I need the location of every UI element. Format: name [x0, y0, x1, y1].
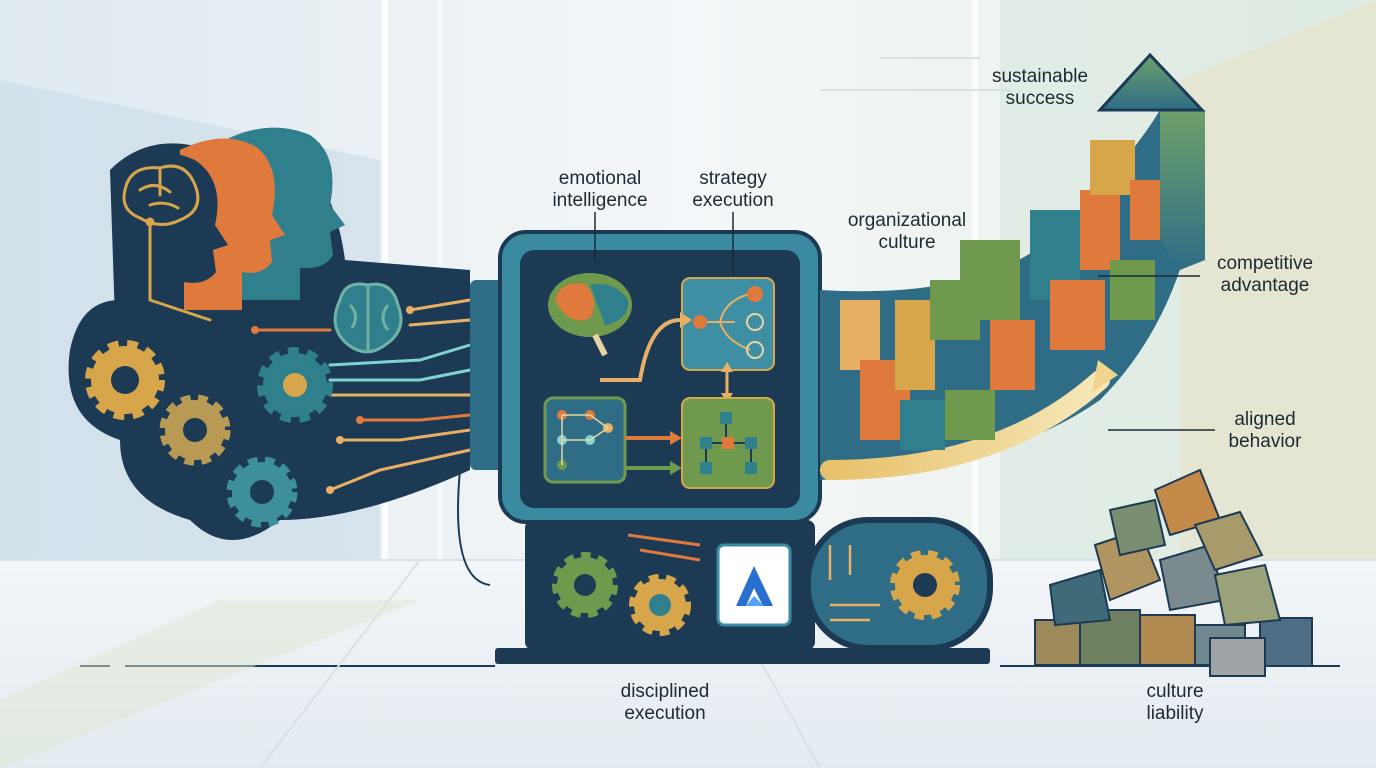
- gear-icon: [226, 456, 298, 528]
- growth-arrow: [1096, 52, 1206, 270]
- leader-lines: [594, 212, 1215, 431]
- gear-icon: [257, 347, 333, 423]
- label-emotional-intelligence: emotional intelligence: [552, 168, 648, 211]
- label-organizational-culture: organizational culture: [847, 210, 967, 253]
- brain-icon: [548, 273, 632, 357]
- culture-blocks-path: [820, 110, 1205, 480]
- logo-icon: [736, 566, 773, 606]
- label-aligned-behavior: aligned behavior: [1228, 409, 1302, 452]
- gear-icon: [552, 552, 618, 618]
- label-competitive-advantage: competitive advantage: [1216, 253, 1314, 296]
- label-strategy-execution: strategy execution: [692, 168, 774, 211]
- execution-panel: [681, 397, 775, 489]
- human-capability-cluster: [68, 127, 472, 541]
- gear-icon: [890, 550, 960, 620]
- network-panel: [543, 396, 627, 484]
- circuit-traces: [251, 298, 472, 494]
- label-sustainable-success: sustainable success: [991, 66, 1089, 109]
- gear-icon: [159, 394, 231, 466]
- gear-icon: [85, 340, 165, 420]
- label-disciplined-execution: disciplined execution: [620, 681, 710, 724]
- label-culture-liability: culture liability: [1146, 681, 1204, 724]
- gear-icon: [629, 574, 691, 636]
- strategy-machine: [457, 230, 993, 664]
- rubble-pile: [1034, 468, 1313, 677]
- brain-outline-icon: [122, 164, 212, 322]
- strategy-panel: [681, 277, 775, 371]
- neural-brain-icon: [333, 282, 403, 354]
